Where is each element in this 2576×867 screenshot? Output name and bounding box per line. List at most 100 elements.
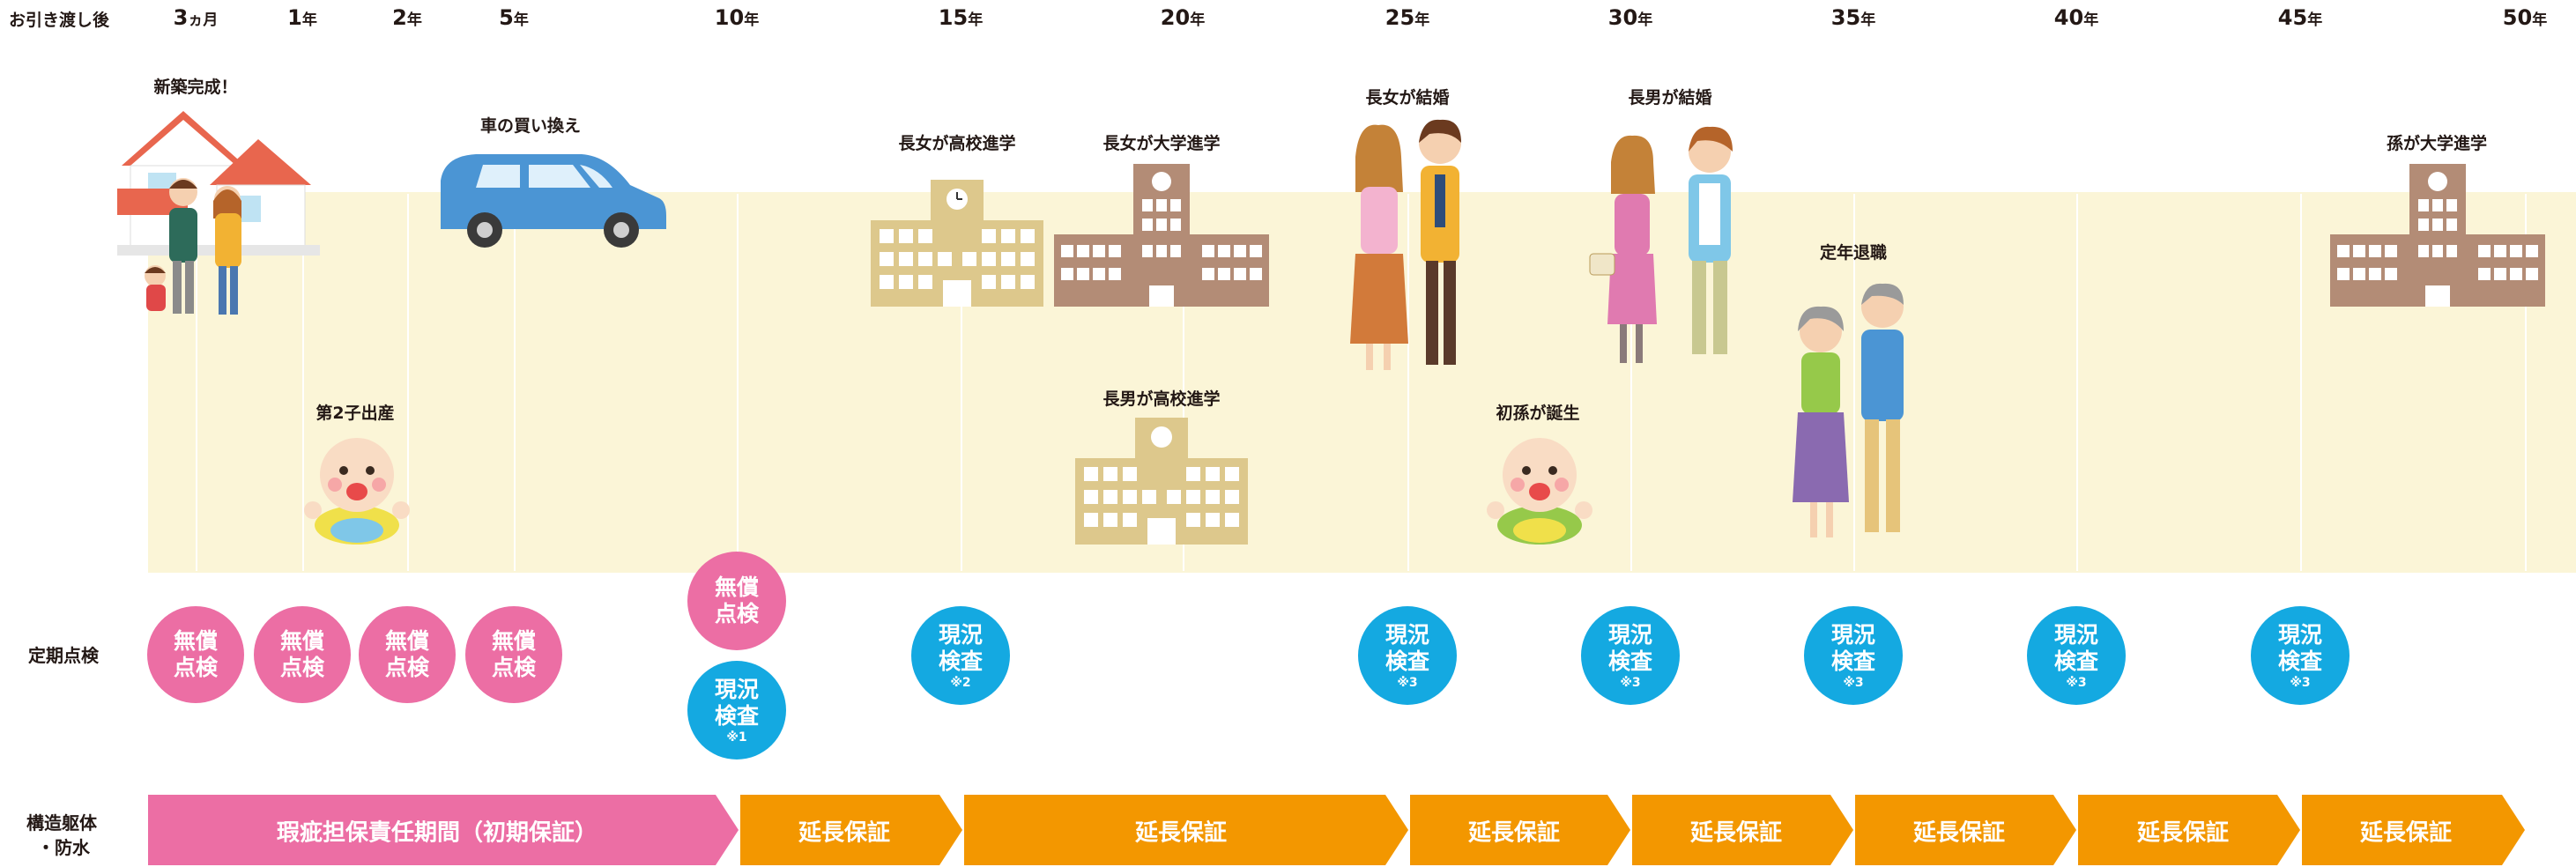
gridline — [1853, 194, 1855, 571]
extended-warranty-arrow — [740, 795, 962, 865]
col-40-year: 40年 — [2054, 5, 2098, 30]
gridline — [1630, 194, 1632, 571]
gridline — [2525, 194, 2527, 571]
event-daughter-married: 長女が結婚 — [1365, 88, 1450, 107]
circle-line1: 現況 — [714, 677, 759, 702]
circle-line2: 点検 — [714, 601, 759, 626]
extended-warranty-arrow — [2302, 795, 2525, 865]
gridline — [196, 194, 197, 571]
event-first-grandchild: 初孫が誕生 — [1496, 404, 1580, 423]
row-label-structure: 構造躯体 ・防水 — [26, 811, 97, 860]
free-inspection-5y: 無償点検 — [465, 606, 562, 703]
circle-line1: 無償 — [279, 628, 324, 654]
extended-warranty-label: 延長保証 — [2359, 819, 2453, 847]
extended-warranty-arrow — [1855, 795, 2076, 865]
extended-warranty-arrow — [964, 795, 1408, 865]
year-num: 35 — [1830, 5, 1861, 30]
circle-line2: 点検 — [279, 655, 324, 680]
year-num: 15 — [938, 5, 969, 30]
col-50-year: 50年 — [2503, 5, 2547, 30]
extended-warranty-label: 延長保証 — [1912, 819, 2006, 847]
son-high-school-building-illustration — [1075, 418, 1248, 545]
gridline — [2300, 194, 2302, 571]
survey-25y: 現況検査※3 — [1358, 606, 1457, 705]
son-couple-illustration — [1589, 126, 1733, 363]
circle-line2: 検査 — [2277, 648, 2322, 674]
circle-line2: 検査 — [938, 648, 983, 674]
event-son-married: 長男が結婚 — [1628, 88, 1712, 107]
gridline — [737, 194, 739, 571]
circle-line2: 点検 — [491, 655, 536, 680]
col-25-year: 25年 — [1385, 5, 1429, 30]
circle-line1: 無償 — [491, 628, 536, 654]
year-num: 45 — [2277, 5, 2308, 30]
grandchild-baby-illustration — [1487, 438, 1592, 545]
event-retirement: 定年退職 — [1819, 243, 1888, 263]
col-5-year: 5年 — [499, 5, 529, 30]
year-unit: 年 — [2083, 11, 2099, 29]
year-unit: 年 — [1190, 11, 1206, 29]
year-num: 20 — [1160, 5, 1191, 30]
event-car: 車の買い換え — [479, 116, 582, 136]
circle-note: ※1 — [726, 730, 747, 745]
row-label-inspection: 定期点検 — [28, 645, 99, 666]
extended-warranty-label: 延長保証 — [1134, 819, 1228, 847]
retired-couple-illustration — [1793, 283, 1904, 537]
extended-warranty-label: 延長保証 — [2136, 819, 2230, 847]
circle-note: ※3 — [1843, 676, 1864, 690]
circle-note: ※3 — [2066, 676, 2087, 690]
col-45-year: 45年 — [2278, 5, 2322, 30]
circle-line2: 検査 — [1385, 648, 1429, 674]
year-num: 5 — [499, 5, 514, 30]
circle-line2: 点検 — [173, 655, 218, 680]
year-unit: 年 — [1637, 11, 1653, 29]
year-unit: 年 — [301, 11, 317, 29]
daughter-couple-illustration — [1350, 119, 1461, 370]
gridline — [302, 194, 304, 571]
year-unit: 年 — [1414, 11, 1430, 29]
free-inspection-3m: 無償点検 — [147, 606, 244, 703]
circle-line2: 検査 — [714, 703, 759, 729]
event-new-house: 新築完成！ — [153, 78, 238, 97]
row-label-structure-line2: ・防水 — [37, 837, 90, 858]
col-35-year: 35年 — [1831, 5, 1875, 30]
gridline — [514, 194, 516, 571]
survey-10y: 現況検査※1 — [687, 661, 786, 760]
university-building-illustration — [1054, 164, 1269, 307]
free-inspection-1y: 無償点検 — [254, 606, 351, 703]
circle-note: ※3 — [2290, 676, 2311, 690]
gridline — [1407, 194, 1409, 571]
high-school-building-illustration — [871, 180, 1043, 307]
event-daughter-high: 長女が高校進学 — [898, 134, 1016, 153]
circle-line1: 無償 — [173, 628, 218, 654]
col-months-unit: ヵ月 — [188, 11, 219, 29]
event-son-high: 長男が高校進学 — [1102, 389, 1221, 409]
circle-note: ※2 — [950, 676, 971, 690]
survey-40y: 現況検査※3 — [2027, 606, 2126, 705]
circle-line1: 無償 — [714, 574, 759, 600]
free-inspection-2y: 無償点検 — [359, 606, 456, 703]
survey-30y: 現況検査※3 — [1581, 606, 1680, 705]
col-20-year: 20年 — [1161, 5, 1205, 30]
circle-note: ※3 — [1620, 676, 1641, 690]
year-num: 50 — [2502, 5, 2533, 30]
year-unit: 年 — [2307, 11, 2323, 29]
circle-line2: 検査 — [2053, 648, 2098, 674]
baby-illustration — [304, 438, 410, 545]
initial-warranty-arrow — [148, 795, 739, 865]
circle-line1: 現況 — [938, 622, 983, 648]
extended-warranty-label: 延長保証 — [798, 819, 891, 847]
col-2-year: 2年 — [392, 5, 422, 30]
survey-35y: 現況検査※3 — [1804, 606, 1903, 705]
year-unit: 年 — [406, 11, 422, 29]
row-label-structure-line1: 構造躯体 — [26, 812, 97, 834]
circle-line1: 現況 — [2277, 622, 2322, 648]
warranty-bar — [148, 795, 2525, 865]
extended-warranty-label: 延長保証 — [1689, 819, 1783, 847]
house-family-illustration — [117, 111, 320, 315]
survey-45y: 現況検査 ※3 — [2251, 606, 2350, 705]
header-first-label: お引き渡し後 — [9, 11, 110, 30]
col-15-year: 15年 — [939, 5, 983, 30]
event-grandchild-univ: 孫が大学進学 — [2386, 134, 2488, 153]
survey-15y: 現況検査 ※2 — [911, 606, 1010, 705]
